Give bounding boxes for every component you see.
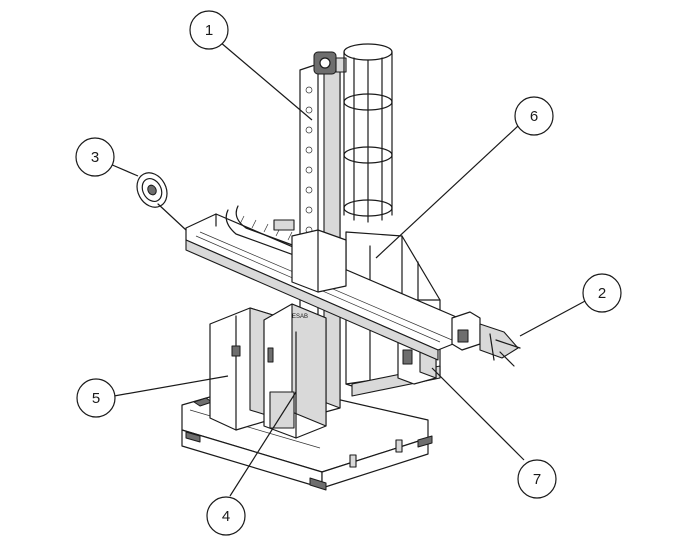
callout-1: 1 — [189, 10, 229, 50]
callout-2: 2 — [582, 273, 622, 313]
leader-6 — [375, 125, 519, 259]
boom-arm — [185, 205, 469, 361]
leader-3 — [109, 163, 139, 177]
welding-head — [451, 311, 521, 367]
callout-6-label: 6 — [530, 108, 538, 125]
callout-2-label: 2 — [598, 285, 606, 302]
callout-3: 3 — [75, 137, 115, 177]
callout-6: 6 — [514, 96, 554, 136]
callout-1-label: 1 — [205, 22, 213, 39]
callout-3-label: 3 — [91, 149, 99, 166]
callout-4: 4 — [206, 496, 246, 536]
wire-reel — [136, 172, 187, 231]
callout-5-label: 5 — [92, 390, 100, 407]
cabinet-label: ESAB — [292, 314, 308, 320]
callout-leaders — [109, 41, 588, 497]
leader-7 — [431, 367, 525, 461]
leader-4 — [229, 391, 297, 497]
callout-5: 5 — [76, 378, 116, 418]
callout-4-label: 4 — [222, 508, 230, 525]
control-cabinet: ESAB — [263, 303, 327, 439]
safety-cage — [343, 43, 393, 223]
callout-7: 7 — [517, 459, 557, 499]
leader-5 — [113, 375, 229, 397]
leader-2 — [519, 299, 588, 337]
callout-7-label: 7 — [533, 471, 541, 488]
leader-1 — [219, 41, 313, 121]
